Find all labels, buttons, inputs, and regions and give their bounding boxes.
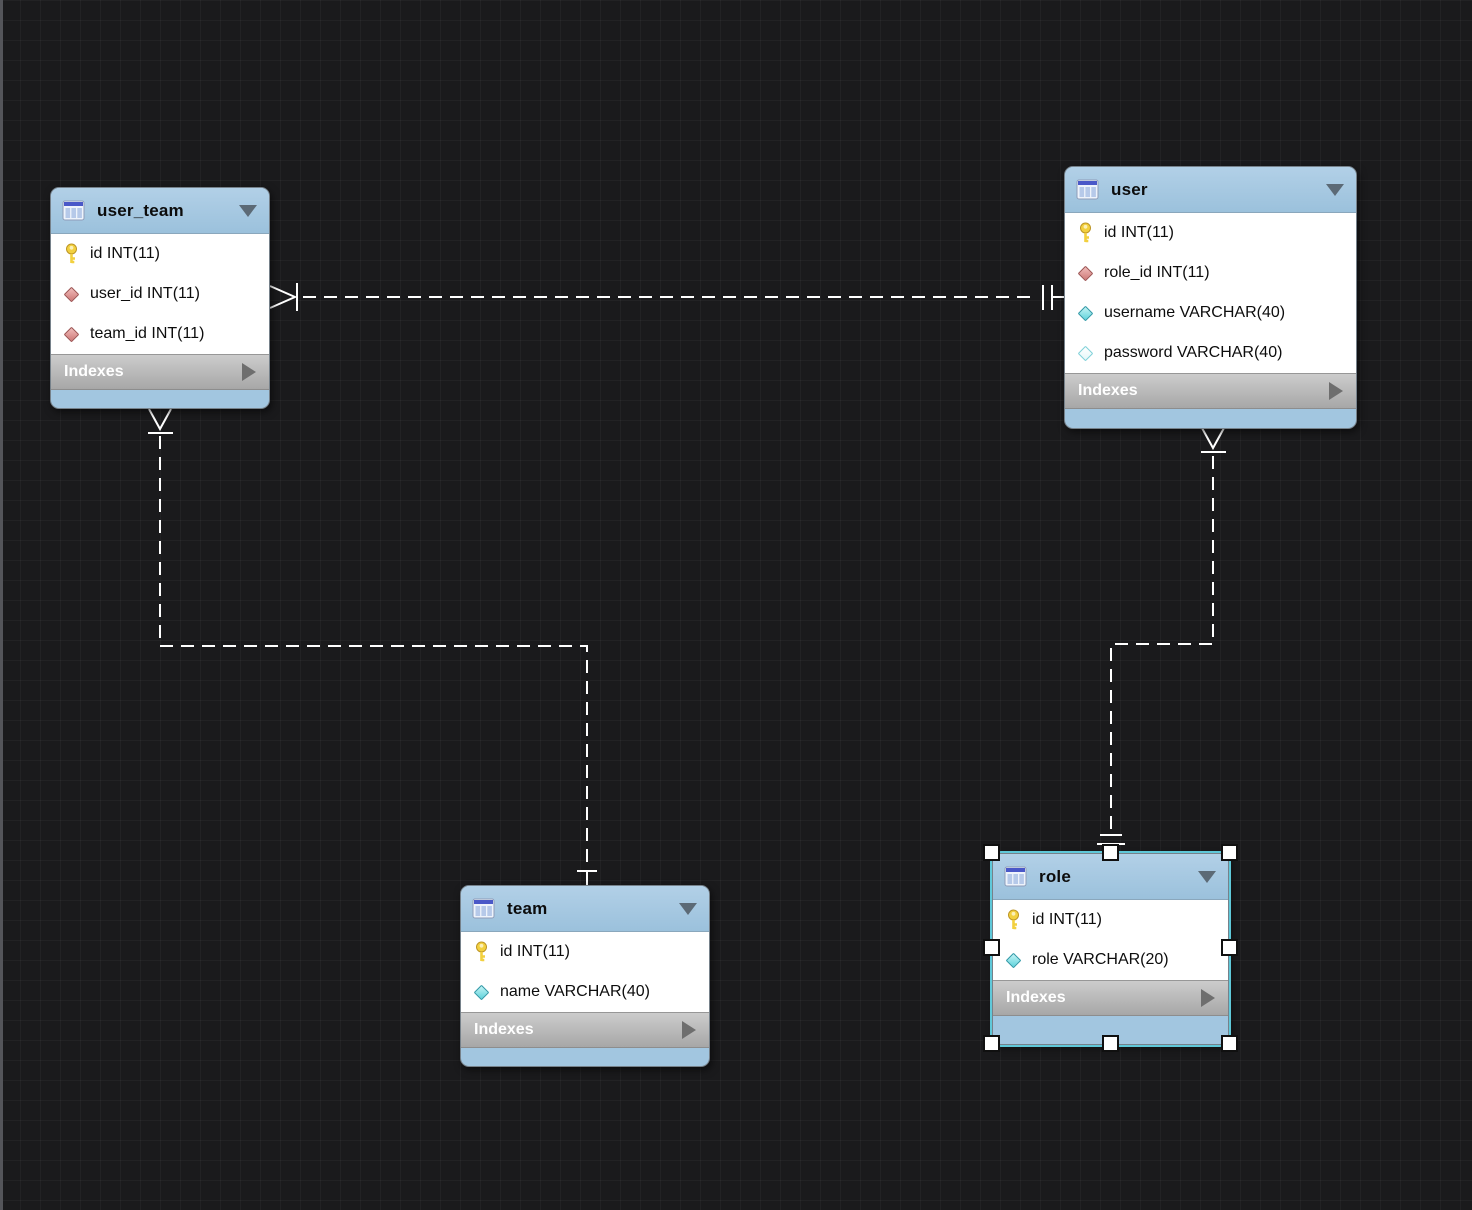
foreign-key-icon: [1075, 262, 1095, 284]
column-label: user_id INT(11): [90, 285, 200, 302]
resize-handle-s[interactable]: [1102, 1035, 1119, 1052]
table-icon: [1004, 866, 1027, 886]
indexes-label: Indexes: [1006, 989, 1066, 1006]
collapse-arrow-icon[interactable]: [239, 204, 257, 217]
table-title: team: [507, 898, 548, 918]
column-icon: [471, 981, 491, 1003]
column-label: role_id INT(11): [1104, 264, 1210, 281]
table-header[interactable]: user_team: [51, 188, 269, 234]
column-row[interactable]: role_id INT(11): [1065, 253, 1356, 293]
column-label: username VARCHAR(40): [1104, 304, 1286, 321]
column-nullable-icon: [1075, 342, 1095, 364]
column-label: role VARCHAR(20): [1032, 951, 1169, 968]
relationship-user_team-team[interactable]: [148, 408, 597, 886]
table-footer: [1065, 409, 1356, 428]
resize-handle-se[interactable]: [1221, 1035, 1238, 1052]
column-label: name VARCHAR(40): [500, 983, 650, 1000]
table-role[interactable]: role id INT(11) role VARCHAR(20) Indexes: [990, 851, 1231, 1047]
resize-handle-ne[interactable]: [1221, 844, 1238, 861]
expand-indexes-icon[interactable]: [682, 1021, 696, 1039]
foreign-key-icon: [61, 283, 81, 305]
column-row[interactable]: id INT(11): [461, 932, 709, 972]
column-row[interactable]: password VARCHAR(40): [1065, 333, 1356, 373]
primary-key-icon: [1003, 909, 1023, 931]
resize-handle-e[interactable]: [1221, 939, 1238, 956]
indexes-label: Indexes: [64, 363, 124, 380]
table-header[interactable]: user: [1065, 167, 1356, 213]
collapse-arrow-icon[interactable]: [1198, 870, 1216, 883]
column-row[interactable]: id INT(11): [1065, 213, 1356, 253]
table-title: role: [1039, 866, 1071, 886]
column-label: id INT(11): [1032, 911, 1102, 928]
column-label: id INT(11): [500, 943, 570, 960]
expand-indexes-icon[interactable]: [1329, 382, 1343, 400]
relationship-user-role[interactable]: [1097, 427, 1226, 854]
table-icon: [1076, 179, 1099, 199]
column-row[interactable]: team_id INT(11): [51, 314, 269, 354]
relationship-user_team-user[interactable]: [269, 283, 1065, 311]
column-label: team_id INT(11): [90, 325, 205, 342]
resize-handle-sw[interactable]: [983, 1035, 1000, 1052]
indexes-bar[interactable]: Indexes: [51, 354, 269, 390]
indexes-label: Indexes: [1078, 382, 1138, 399]
column-row[interactable]: id INT(11): [993, 900, 1228, 940]
table-header[interactable]: role: [993, 854, 1228, 900]
column-label: id INT(11): [1104, 224, 1174, 241]
table-header[interactable]: team: [461, 886, 709, 932]
table-user[interactable]: user id INT(11) role_id INT(11) username…: [1064, 166, 1357, 429]
column-row[interactable]: name VARCHAR(40): [461, 972, 709, 1012]
table-title: user_team: [97, 200, 184, 220]
resize-handle-w[interactable]: [983, 939, 1000, 956]
column-label: id INT(11): [90, 245, 160, 262]
indexes-bar[interactable]: Indexes: [461, 1012, 709, 1048]
table-footer: [461, 1048, 709, 1066]
table-icon: [62, 200, 85, 220]
table-user_team[interactable]: user_team id INT(11) user_id INT(11) tea…: [50, 187, 270, 409]
table-team[interactable]: team id INT(11) name VARCHAR(40) Indexes: [460, 885, 710, 1067]
indexes-bar[interactable]: Indexes: [1065, 373, 1356, 409]
canvas-left-edge: [0, 0, 3, 1210]
collapse-arrow-icon[interactable]: [1326, 183, 1344, 196]
crow-foot-many-icon: [269, 285, 298, 309]
crow-foot-many-icon: [148, 408, 172, 432]
foreign-key-icon: [61, 323, 81, 345]
resize-handle-n[interactable]: [1102, 844, 1119, 861]
resize-handle-nw[interactable]: [983, 844, 1000, 861]
primary-key-icon: [1075, 222, 1095, 244]
column-icon: [1075, 302, 1095, 324]
table-footer: [51, 390, 269, 408]
expand-indexes-icon[interactable]: [1201, 989, 1215, 1007]
column-row[interactable]: role VARCHAR(20): [993, 940, 1228, 980]
primary-key-icon: [471, 941, 491, 963]
column-row[interactable]: user_id INT(11): [51, 274, 269, 314]
indexes-bar[interactable]: Indexes: [993, 980, 1228, 1016]
column-row[interactable]: username VARCHAR(40): [1065, 293, 1356, 333]
column-row[interactable]: id INT(11): [51, 234, 269, 274]
indexes-label: Indexes: [474, 1021, 534, 1038]
primary-key-icon: [61, 243, 81, 265]
column-icon: [1003, 949, 1023, 971]
table-title: user: [1111, 179, 1148, 199]
selection-handles: [983, 844, 1238, 1052]
crow-foot-many-icon: [1201, 427, 1225, 451]
collapse-arrow-icon[interactable]: [679, 902, 697, 915]
expand-indexes-icon[interactable]: [242, 363, 256, 381]
table-icon: [472, 898, 495, 918]
column-label: password VARCHAR(40): [1104, 344, 1283, 361]
